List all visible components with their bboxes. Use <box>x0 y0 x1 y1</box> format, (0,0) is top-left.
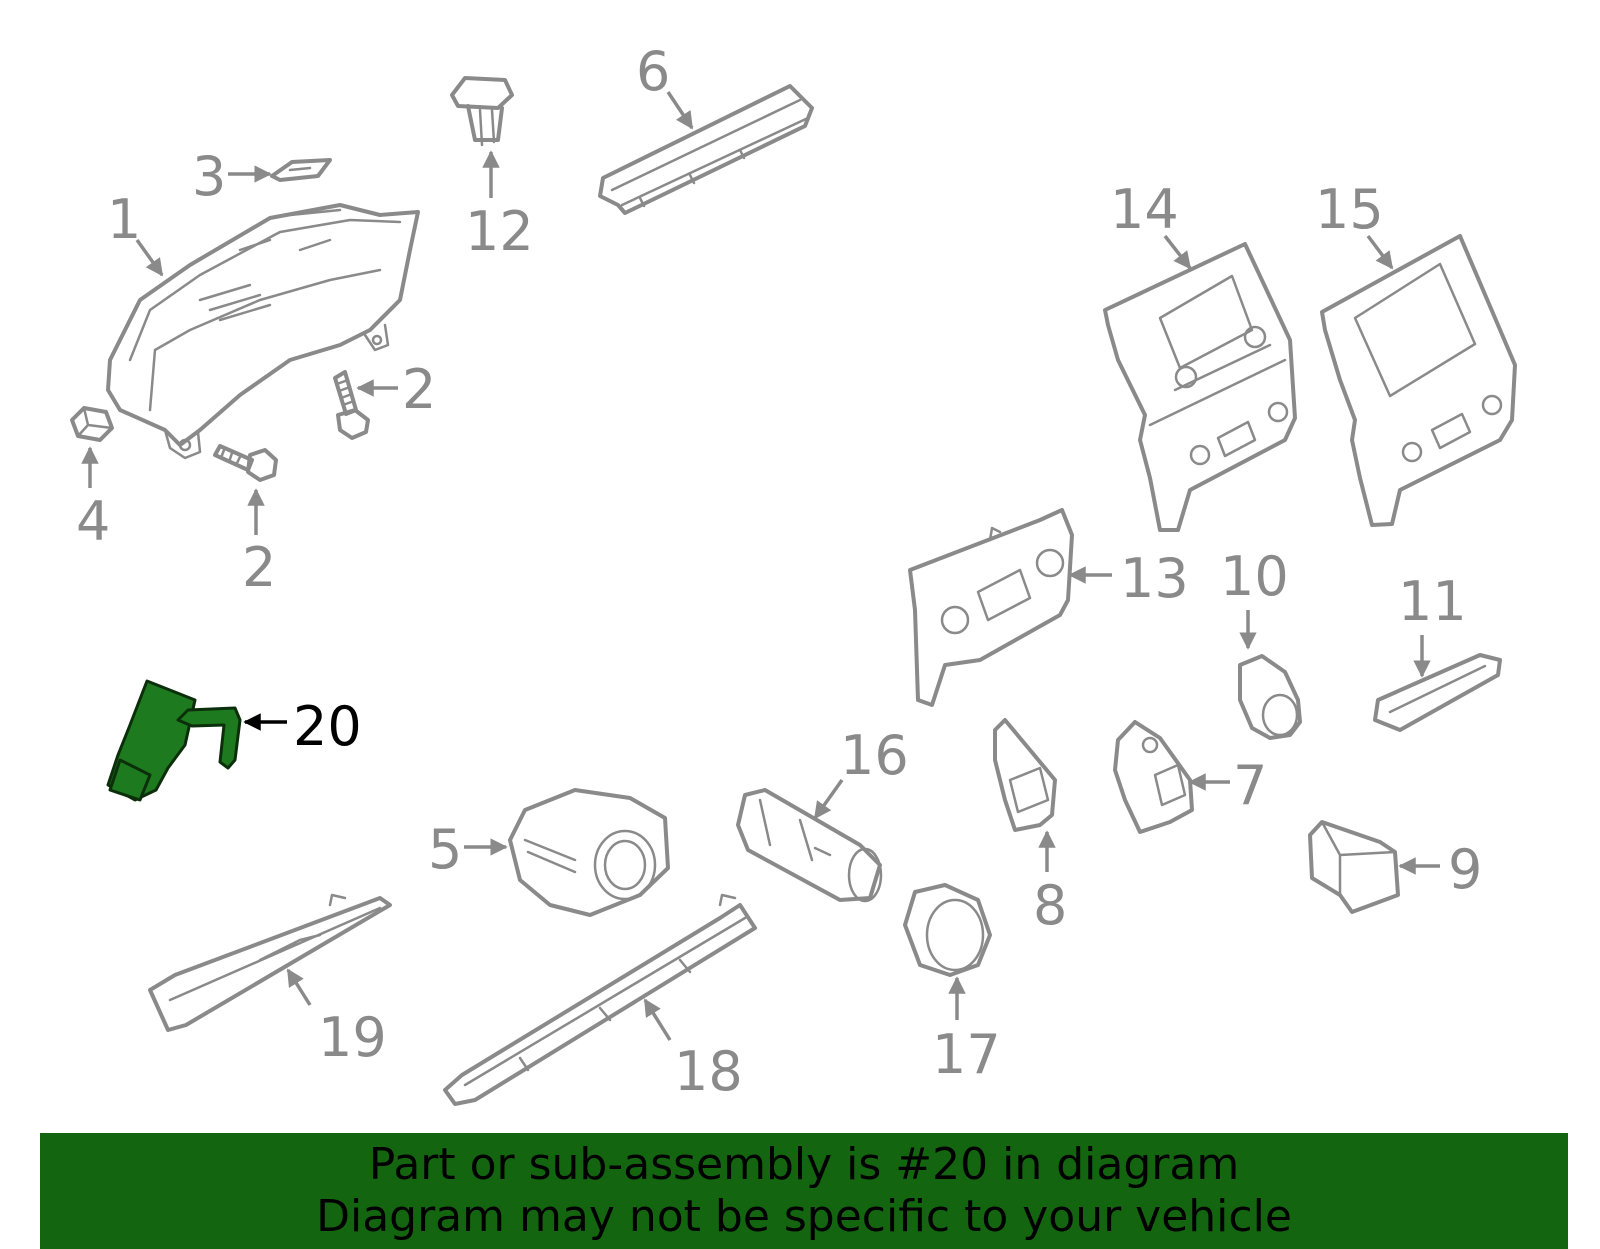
callout-6: 6 <box>636 40 670 103</box>
leader-19 <box>286 968 312 1006</box>
callout-13: 13 <box>1120 547 1189 610</box>
leader-15 <box>1366 234 1394 270</box>
part-12-switch[interactable] <box>450 76 514 147</box>
callout-15: 15 <box>1315 178 1384 241</box>
part-9-outlet[interactable] <box>1308 820 1400 914</box>
part-16-cylinder[interactable] <box>736 788 883 903</box>
part-1-instrument-cluster[interactable] <box>106 203 420 460</box>
callout-2b: 2 <box>242 536 276 599</box>
part-5-headlamp-switch[interactable] <box>508 788 670 917</box>
part-7-module[interactable] <box>1113 720 1194 834</box>
part-8-sensor[interactable] <box>993 718 1057 832</box>
leader-6 <box>666 91 694 130</box>
callout-10: 10 <box>1220 545 1289 608</box>
banner-line-2: Diagram may not be specific to your vehi… <box>316 1191 1292 1242</box>
callout-19: 19 <box>318 1006 387 1069</box>
part-15-display-bezel[interactable] <box>1320 234 1517 527</box>
part-2-screw-lower[interactable] <box>213 444 278 482</box>
callout-2a: 2 <box>402 358 436 421</box>
leader-16 <box>813 778 844 820</box>
part-19-trim-strip[interactable] <box>148 893 392 1032</box>
info-banner: Part or sub-assembly is #20 in diagram D… <box>40 1133 1568 1249</box>
callout-4: 4 <box>76 490 110 553</box>
callout-8: 8 <box>1033 874 1067 937</box>
callout-11: 11 <box>1398 570 1467 633</box>
part-13-climate-panel[interactable] <box>908 508 1074 707</box>
part-6-bar[interactable] <box>598 84 814 215</box>
callout-12: 12 <box>465 200 534 263</box>
part-18-long-strip[interactable] <box>443 893 757 1106</box>
part-20-sensor-highlighted[interactable] <box>106 679 242 802</box>
part-14-radio-bezel[interactable] <box>1103 242 1297 532</box>
part-2-screw-upper[interactable] <box>333 370 370 440</box>
callout-3: 3 <box>192 145 226 208</box>
part-4-cap[interactable] <box>70 406 114 442</box>
leader-1 <box>135 238 164 277</box>
callout-16: 16 <box>840 724 909 787</box>
callout-20: 20 <box>293 695 362 758</box>
leader-18 <box>643 998 672 1041</box>
callout-5: 5 <box>428 818 462 881</box>
part-10-knob[interactable] <box>1238 654 1302 740</box>
callout-17: 17 <box>932 1023 1001 1086</box>
callout-18: 18 <box>674 1040 743 1103</box>
callout-7: 7 <box>1233 754 1267 817</box>
part-17-round-knob[interactable] <box>903 883 992 977</box>
part-11-switch-bar[interactable] <box>1373 653 1502 732</box>
leader-14 <box>1163 234 1192 270</box>
callout-14: 14 <box>1110 178 1179 241</box>
banner-line-1: Part or sub-assembly is #20 in diagram <box>368 1139 1240 1190</box>
part-3-clip[interactable] <box>270 158 332 182</box>
callout-1: 1 <box>107 188 141 251</box>
callout-9: 9 <box>1448 838 1482 901</box>
